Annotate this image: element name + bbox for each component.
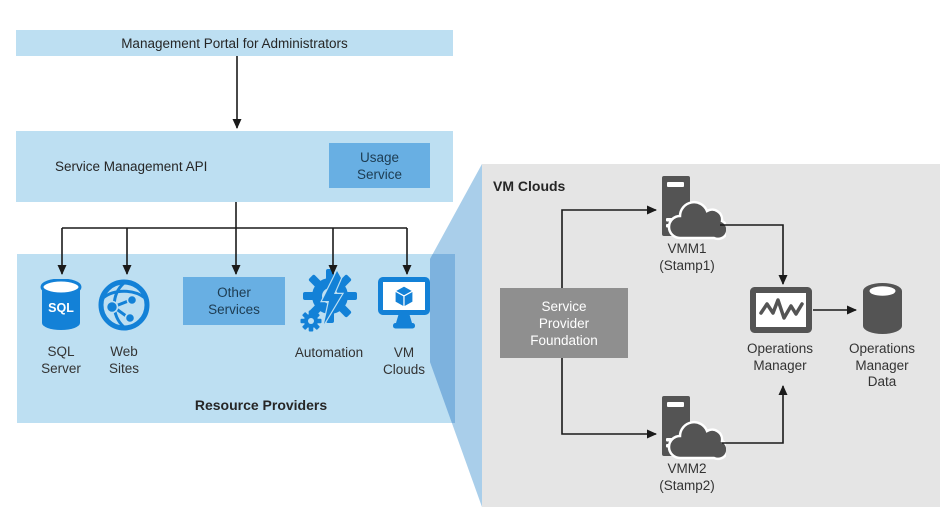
- vmm2-label: VMM2 (Stamp2): [659, 461, 715, 493]
- globe-network-icon: [98, 279, 150, 331]
- gears-lightning-icon: [300, 268, 357, 332]
- service-management-api-label: Service Management API: [55, 159, 208, 174]
- automation-label: Automation: [294, 345, 364, 360]
- web-sites-label: Web Sites: [108, 344, 140, 376]
- operations-manager-monitor-icon: [750, 287, 812, 333]
- vm-clouds-panel-title: VM Clouds: [493, 178, 566, 194]
- service-provider-foundation-box: Service Provider Foundation: [500, 288, 628, 358]
- vmm1-server-cloud-icon: [662, 176, 726, 241]
- sql-database-icon: SQL: [40, 279, 82, 330]
- management-portal-bar: Management Portal for Administrators: [16, 30, 453, 56]
- usage-service-box: Usage Service: [329, 143, 430, 188]
- other-services-box: Other Services: [183, 277, 285, 325]
- vm-clouds-label: VM Clouds: [382, 345, 426, 377]
- operations-manager-database-icon: [863, 283, 902, 334]
- service-provider-foundation-label: Service Provider Foundation: [530, 298, 598, 348]
- vmm1-label: VMM1 (Stamp1): [659, 241, 715, 273]
- usage-service-label: Usage Service: [356, 149, 402, 182]
- operations-manager-label: Operations Manager: [746, 341, 814, 373]
- management-portal-label: Management Portal for Administrators: [121, 35, 348, 51]
- operations-manager-data-label: Operations Manager Data: [848, 341, 916, 389]
- sql-server-label: SQL Server: [41, 344, 81, 376]
- resource-providers-title: Resource Providers: [194, 397, 328, 413]
- vmm2-server-cloud-icon: [662, 396, 726, 461]
- other-services-label: Other Services: [208, 285, 260, 317]
- sql-badge-text: SQL: [48, 301, 74, 315]
- monitor-cube-icon: [378, 277, 430, 329]
